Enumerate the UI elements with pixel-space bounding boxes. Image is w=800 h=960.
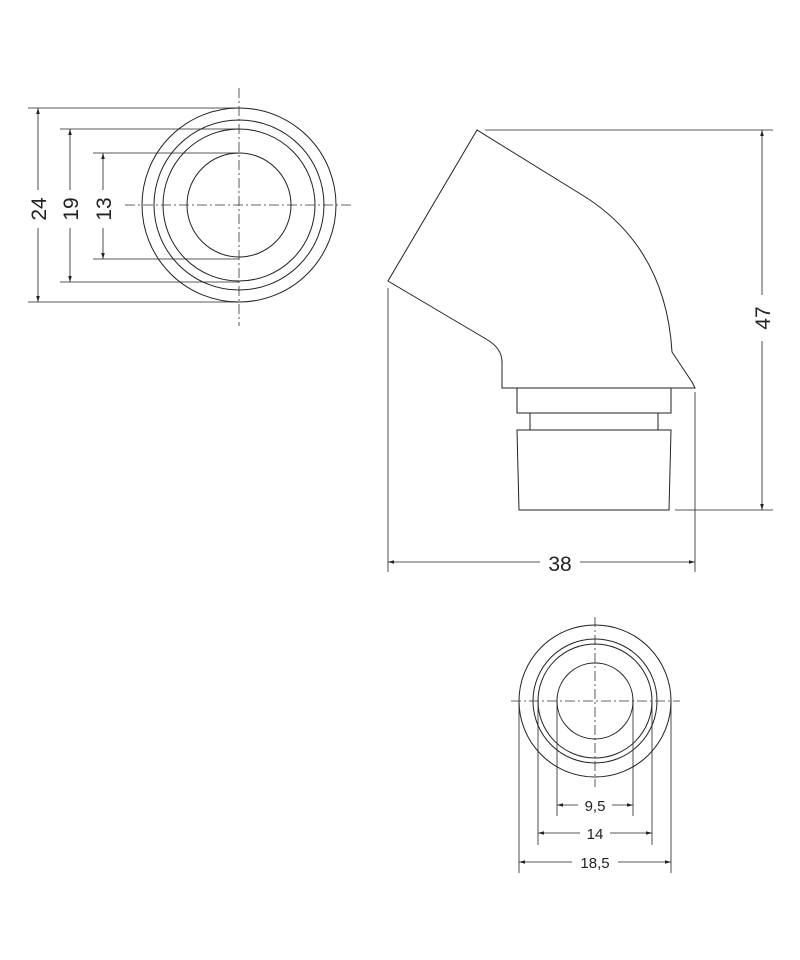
side-view: 47 38	[387, 129, 775, 576]
nut	[516, 429, 672, 511]
outer-circle	[518, 624, 672, 778]
bottom-view: 9,5 14 18,5	[511, 617, 680, 873]
dimension-label-19: 19	[60, 197, 83, 220]
collar	[516, 387, 672, 414]
dimension-label-13: 13	[93, 197, 116, 220]
dimension-label-9-5: 9,5	[585, 798, 606, 815]
elbow-body	[387, 129, 696, 389]
dimension-label-24: 24	[28, 197, 51, 221]
front-view: 24 19 13	[28, 88, 353, 326]
dimension-label-47: 47	[752, 306, 775, 329]
dimension-label-38: 38	[548, 553, 571, 576]
dimension-label-18-5: 18,5	[580, 855, 609, 872]
dimension-label-14: 14	[587, 826, 604, 843]
